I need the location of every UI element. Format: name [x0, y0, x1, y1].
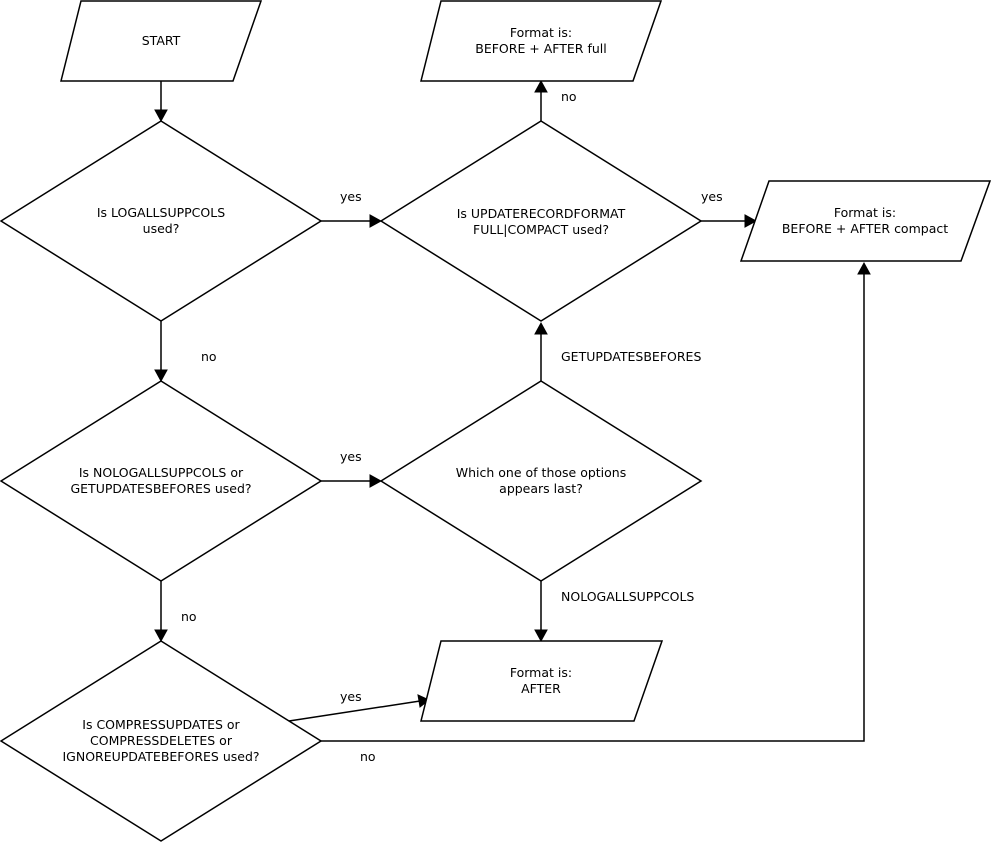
decision-compress-line-1: Is COMPRESSUPDATES or [82, 717, 240, 732]
decision-which-last-line-2: appears last? [499, 481, 583, 496]
edge-label-which-nologallsuppcols: NOLOGALLSUPPCOLS [561, 589, 694, 604]
decision-logallsuppcols-line-2: used? [143, 221, 180, 236]
edge-label-nologall-no: no [181, 609, 197, 624]
decision-logallsuppcols-line-1: Is LOGALLSUPPCOLS [97, 205, 225, 220]
decision-logallsuppcols: Is LOGALLSUPPCOLS used? [0, 120, 323, 322]
decision-nologallsuppcols-line-1: Is NOLOGALLSUPPCOLS or [79, 465, 244, 480]
edge-label-which-getupdatesbefores: GETUPDATESBEFORES [561, 349, 701, 364]
arrowhead [154, 629, 168, 643]
start-label: START [142, 33, 181, 48]
output-compact-line-1: Format is: [834, 205, 896, 220]
decision-updaterecordformat: Is UPDATERECORDFORMAT FULL|COMPACT used? [379, 120, 703, 322]
arrowhead [369, 474, 383, 488]
output-after-line-2: AFTER [521, 681, 561, 696]
decision-compress: Is COMPRESSUPDATES or COMPRESSDELETES or… [0, 640, 323, 842]
arrowhead [744, 214, 758, 228]
edge-label-nologall-yes: yes [340, 449, 362, 464]
edge-label-updaterecord-no: no [561, 89, 577, 104]
edge-label-updaterecord-yes: yes [701, 189, 723, 204]
edge-label-logall-yes: yes [340, 189, 362, 204]
arrowhead [534, 79, 548, 93]
decision-nologallsuppcols-line-2: GETUPDATESBEFORES used? [70, 481, 251, 496]
edge-label-compress-no: no [360, 749, 376, 764]
output-after: Format is: AFTER [420, 640, 664, 722]
output-after-line-1: Format is: [510, 665, 572, 680]
edge-compress-yes [288, 700, 421, 722]
output-compact-line-2: BEFORE + AFTER compact [782, 221, 948, 236]
output-before-after-full: Format is: BEFORE + AFTER full [420, 0, 663, 82]
arrowhead [534, 321, 548, 335]
edge-label-compress-yes: yes [340, 689, 362, 704]
decision-compress-line-2: COMPRESSDELETES or [90, 733, 233, 748]
decision-which-last-line-1: Which one of those options [456, 465, 626, 480]
decision-which-last: Which one of those options appears last? [379, 380, 703, 582]
decision-updaterecordformat-line-1: Is UPDATERECORDFORMAT [457, 206, 626, 221]
arrowhead [857, 261, 871, 275]
arrowhead [417, 694, 430, 708]
output-before-after-compact: Format is: BEFORE + AFTER compact [739, 180, 992, 262]
output-full-line-1: Format is: [510, 25, 572, 40]
edge-compress-no [321, 272, 865, 742]
arrowhead [369, 214, 383, 228]
decision-nologallsuppcols: Is NOLOGALLSUPPCOLS or GETUPDATESBEFORES… [0, 380, 323, 582]
decision-compress-line-3: IGNOREUPDATEBEFORES used? [62, 749, 259, 764]
arrowhead [534, 629, 548, 643]
decision-updaterecordformat-line-2: FULL|COMPACT used? [473, 222, 609, 237]
start-node: START [60, 0, 263, 82]
output-full-line-2: BEFORE + AFTER full [475, 41, 607, 56]
edge-label-logall-no: no [201, 349, 217, 364]
arrowhead [154, 109, 168, 123]
arrowhead [154, 369, 168, 383]
